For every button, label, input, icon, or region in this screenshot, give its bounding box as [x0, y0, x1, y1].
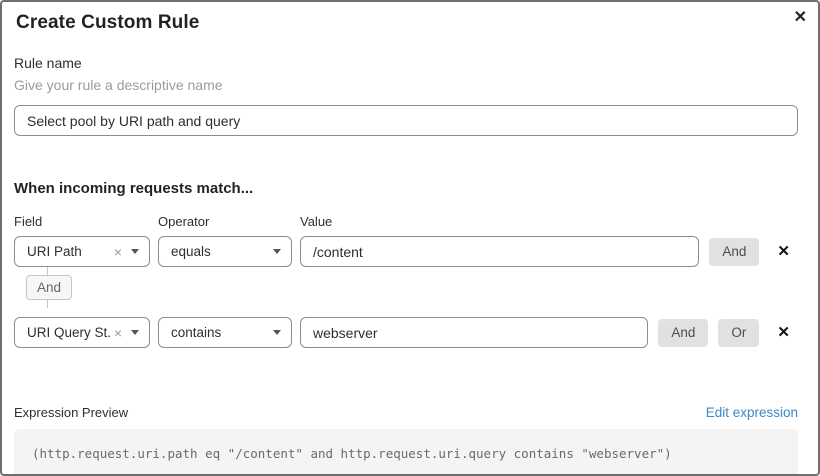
chevron-down-icon [273, 249, 281, 254]
clear-field-icon[interactable]: × [113, 324, 122, 341]
operator-dropdown[interactable]: contains [158, 317, 292, 348]
rule-name-label: Rule name [14, 55, 82, 71]
row-connector: And [14, 267, 798, 308]
remove-row-icon[interactable]: ✕ [777, 324, 790, 341]
add-and-button[interactable]: And [658, 318, 709, 347]
and-connector-chip: And [26, 275, 73, 300]
add-and-button[interactable]: And [709, 237, 760, 266]
value-column-label: Value [300, 214, 333, 229]
condition-column-headers: Field Operator Value [14, 214, 798, 229]
field-dropdown[interactable]: URI Query St... × [14, 317, 150, 348]
modal-title: Create Custom Rule [16, 12, 200, 33]
rule-name-input[interactable] [14, 105, 798, 136]
expression-preview-header: Expression Preview Edit expression [14, 405, 798, 420]
connector-line [47, 300, 48, 308]
operator-dropdown-value: contains [171, 325, 222, 340]
condition-row: URI Query St... × contains And Or ✕ [14, 317, 798, 348]
operator-column-label: Operator [158, 214, 210, 229]
field-dropdown-value: URI Path [27, 244, 82, 259]
value-input[interactable] [300, 317, 649, 348]
add-or-button[interactable]: Or [718, 318, 760, 347]
expression-code-box: (http.request.uri.path eq "/content" and… [14, 429, 798, 474]
condition-row: URI Path × equals And ✕ [14, 236, 798, 267]
field-dropdown[interactable]: URI Path × [14, 236, 150, 267]
close-icon[interactable]: ✕ [793, 9, 807, 26]
value-input[interactable] [300, 236, 700, 267]
field-column-label: Field [14, 214, 43, 229]
connector-line [47, 267, 48, 275]
clear-field-icon[interactable]: × [113, 243, 122, 260]
chevron-down-icon [131, 249, 139, 254]
chevron-down-icon [273, 330, 281, 335]
field-dropdown-value: URI Query St... [27, 325, 110, 340]
remove-row-icon[interactable]: ✕ [777, 243, 790, 260]
expression-preview-label: Expression Preview [14, 405, 129, 420]
rule-name-helper: Give your rule a descriptive name [14, 77, 223, 93]
chevron-down-icon [131, 330, 139, 335]
edit-expression-link[interactable]: Edit expression [705, 405, 798, 420]
operator-dropdown-value: equals [171, 244, 211, 259]
match-section-heading: When incoming requests match... [14, 180, 254, 197]
operator-dropdown[interactable]: equals [158, 236, 292, 267]
